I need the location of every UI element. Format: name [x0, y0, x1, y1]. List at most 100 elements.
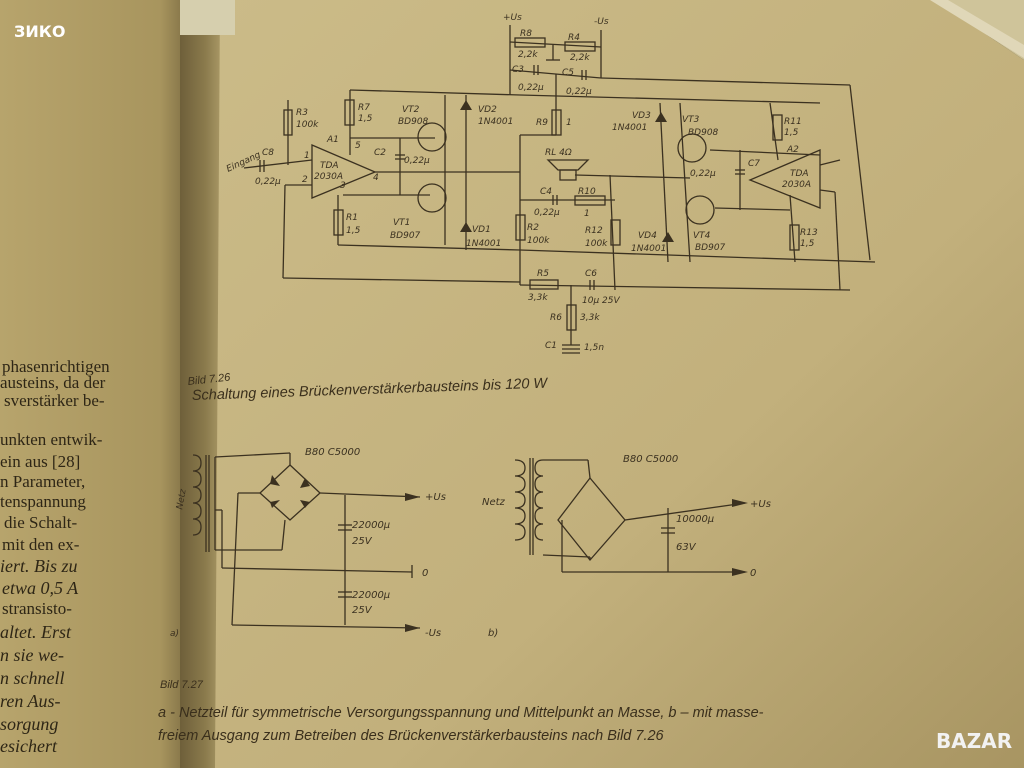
diagram-label: 1: [584, 209, 590, 219]
diagram-label: 3: [340, 181, 346, 191]
diagram-label: TDA: [790, 169, 809, 179]
diagram-label: 3,3k: [528, 293, 548, 303]
diagram-label: 0,22µ: [518, 83, 544, 93]
diagram-label: iert. Bis zu: [0, 556, 78, 576]
resistor-r2: [515, 214, 526, 241]
diagram-label: BD907: [390, 231, 421, 241]
fig727-number: Bild 7.27: [160, 679, 204, 691]
diagram-label: n schnell: [0, 668, 65, 688]
diode-vd2: [460, 100, 472, 110]
diagram-label: VD1: [472, 225, 491, 235]
diagram-label: B80 C5000: [623, 454, 678, 465]
transistor-vt4: [685, 195, 715, 225]
diode-vd3: [655, 112, 667, 122]
diagram-label: R3: [296, 108, 308, 118]
diagram-label: C2: [374, 148, 386, 158]
resistor-r5: [529, 279, 559, 290]
resistor-r1: [333, 209, 344, 236]
diagram-label: C6: [585, 269, 597, 279]
diagram-label: B80 C5000: [305, 447, 360, 458]
speaker-rl: [546, 159, 590, 171]
diagram-label: C1: [545, 341, 557, 351]
diagram-label: unkten entwik-: [0, 430, 103, 449]
label-plus-us: +Us: [503, 13, 522, 23]
diagram-label: +Us: [750, 499, 771, 510]
resistor-r8: [514, 37, 546, 48]
diagram-label: 0: [750, 568, 756, 579]
diagram-label: R1: [346, 213, 358, 223]
diagram-label: A2: [786, 145, 799, 155]
diagram-label: 1,5: [800, 239, 815, 249]
diagram-label: C7: [748, 159, 760, 169]
diagram-label: VD2: [478, 105, 497, 115]
diagram-label: 1: [566, 118, 572, 128]
diagram-label: phasenrichtigen: [2, 357, 110, 376]
diagram-label: 22000µ: [352, 590, 390, 601]
diagram-label: C5: [562, 68, 574, 78]
diagram-label: n sie we-: [0, 645, 64, 665]
diagram-label: R5: [537, 269, 549, 279]
diagram-label: VT1: [393, 218, 410, 228]
diagram-label: 2030A: [782, 180, 811, 190]
diagram-label: 2,2k: [518, 50, 538, 60]
resistor-r3: [283, 109, 293, 136]
diagram-label: VD4: [638, 231, 657, 241]
diagram-label: b): [488, 628, 498, 639]
diagram-label: 0,22µ: [404, 156, 430, 166]
resistor-r4: [564, 41, 596, 52]
diagram-label: 22000µ: [352, 520, 390, 531]
diagram-label: +Us: [425, 492, 446, 503]
resistor-r6: [566, 304, 577, 331]
diagram-label: 1N4001: [631, 244, 666, 254]
diagram-label: 0,22µ: [255, 177, 281, 187]
resistor-r12: [610, 219, 621, 246]
diagram-label: 1N4001: [478, 117, 513, 127]
diagram-label: 1N4001: [466, 239, 501, 249]
diagram-label: altet. Erst: [0, 622, 72, 642]
right-page: [215, 0, 1024, 768]
diagram-label: 0,22µ: [534, 208, 560, 218]
diagram-label: 4: [373, 173, 379, 183]
diagram-label: stransisto-: [2, 599, 72, 618]
diagram-label: Netz: [175, 488, 188, 510]
diagram-label: A1: [326, 135, 339, 145]
diagram-label: 0,22µ: [566, 87, 592, 97]
diagram-label: Netz: [482, 497, 506, 508]
diagram-label: 1,5: [784, 128, 799, 138]
diagram-label: die Schalt-: [4, 513, 78, 532]
diode-vd1: [460, 222, 472, 232]
diagram-label: 5: [355, 141, 361, 151]
diagram-label: 10µ 25V: [582, 296, 620, 306]
fig727-caption-line1: a - Netzteil für symmetrische Versorgung…: [158, 705, 764, 721]
resistor-r9: [551, 109, 562, 136]
diagram-label: a): [170, 629, 179, 639]
diagram-label: 1,5n: [584, 343, 604, 353]
diagram-label: esichert: [0, 736, 58, 756]
diagram-label: BD907: [695, 243, 726, 253]
diagram-label: etwa 0,5 A: [2, 578, 79, 598]
diagram-label: TDA: [320, 161, 339, 171]
diagram-label: 3,3k: [580, 313, 600, 323]
diagram-label: R12: [585, 226, 603, 236]
diagram-label: 100k: [585, 239, 608, 249]
left-page: [0, 0, 200, 768]
diagram-label: 25V: [352, 536, 373, 547]
diagram-label: VT4: [693, 231, 711, 241]
label-minus-us: -Us: [594, 17, 609, 27]
diagram-label: C4: [540, 187, 552, 197]
diagram-label: R13: [800, 228, 818, 238]
diagram-label: sorgung: [0, 714, 58, 734]
resistor-r10: [574, 195, 606, 206]
watermark-ziko: ЗИКО: [14, 22, 65, 41]
diagram-label: R11: [784, 117, 802, 127]
diagram-label: BD908: [688, 128, 719, 138]
diagram-label: R8: [520, 29, 532, 39]
transistor-vt1: [417, 183, 447, 213]
diagram-label: BAZAR: [936, 729, 1012, 753]
diagram-label: 100k: [296, 120, 319, 130]
diagram-label: tenspannung: [0, 492, 86, 511]
left-page-text: phasenrichtigen austeins, da der sverstä…: [0, 357, 110, 756]
diagram-label: 1,5: [358, 114, 373, 124]
diagram-label: 0: [422, 568, 428, 579]
